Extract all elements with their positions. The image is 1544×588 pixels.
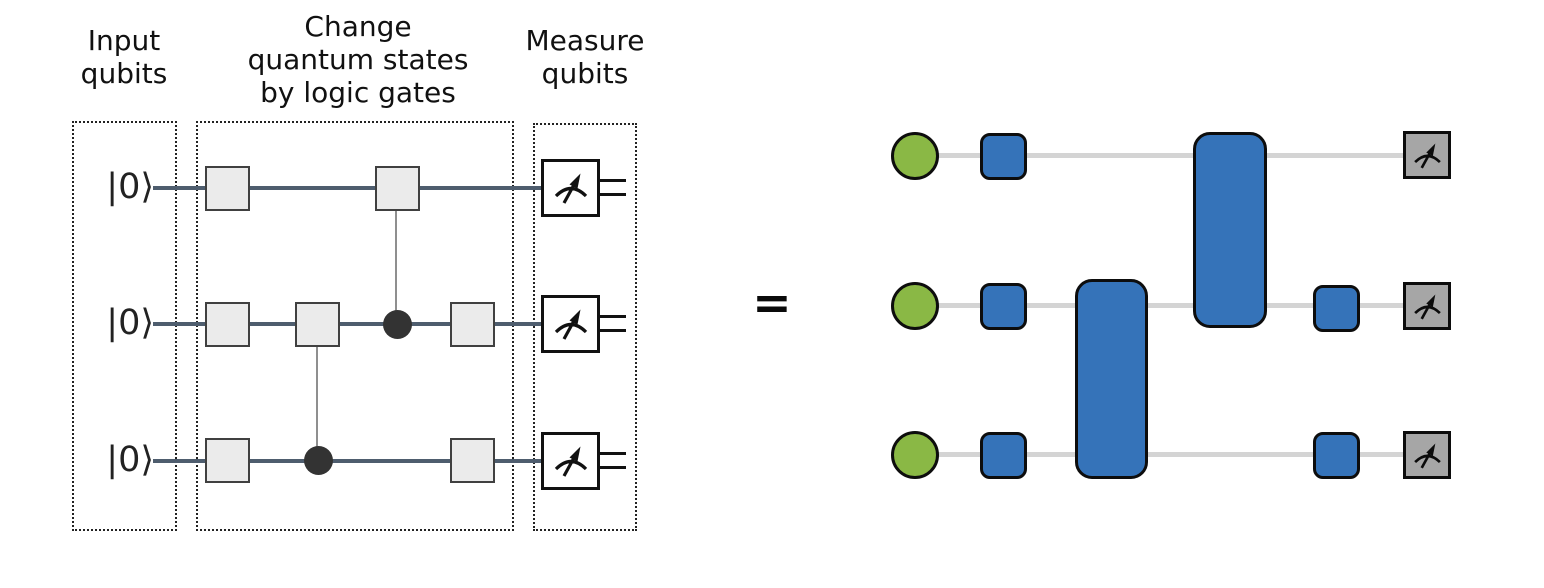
gates-section-dashed-box <box>196 121 514 531</box>
classical-wire-q3-b <box>599 466 626 469</box>
classical-wire-q2-b <box>599 329 626 332</box>
measure-gauge-icon <box>1411 139 1444 172</box>
input-qubit-node-r3 <box>891 431 939 479</box>
measure-box-q2 <box>541 295 600 353</box>
gate-box-q1-c3 <box>375 166 420 211</box>
qubit-wire-light-r3 <box>914 452 1426 457</box>
logic-gates-label: Change quantum states by logic gates <box>233 10 483 109</box>
measure-section-dashed-box <box>533 123 637 531</box>
control-dot-q2 <box>383 310 412 339</box>
control-dot-q3 <box>304 446 333 475</box>
input-qubits-label: Input qubits <box>59 24 189 90</box>
logic-gates-label-line3: by logic gates <box>260 76 456 109</box>
classical-wire-q1-a <box>599 179 626 182</box>
measure-box-q1 <box>541 159 600 217</box>
classical-wire-q1-b <box>599 193 626 196</box>
measure-gauge-icon <box>1411 290 1444 323</box>
gate-box-q2-c1 <box>205 302 250 347</box>
gate-box-q2-c2 <box>295 302 340 347</box>
two-qubit-gate-node-r2-r3 <box>1075 279 1148 479</box>
classical-wire-q3-a <box>599 452 626 455</box>
qubit-wire-q1 <box>153 186 543 190</box>
measure-gauge-icon <box>551 168 591 208</box>
gate-node-r2-c4 <box>1313 285 1360 332</box>
classical-wire-q2-a <box>599 315 626 318</box>
equals-sign: = <box>752 276 792 331</box>
ket-zero-label-q1: |0⟩ <box>106 167 154 207</box>
ket-zero-label-q3: |0⟩ <box>106 440 154 480</box>
measure-qubits-label-line2: qubits <box>541 57 629 90</box>
gate-node-r2-c1 <box>980 283 1027 330</box>
input-qubit-node-r2 <box>891 282 939 330</box>
logic-gates-label-line1: Change <box>304 10 412 43</box>
control-connector-q1-q2 <box>395 210 397 324</box>
logic-gates-label-line2: quantum states <box>247 43 469 76</box>
control-connector-q2-q3 <box>316 346 318 461</box>
qubit-wire-q3 <box>153 459 543 463</box>
qubit-wire-light-r1 <box>914 153 1426 158</box>
measure-qubits-label: Measure qubits <box>520 24 650 90</box>
measure-node-r3 <box>1403 431 1451 479</box>
input-qubit-node-r1 <box>891 132 939 180</box>
gate-box-q1-c1 <box>205 166 250 211</box>
gate-box-q3-c4 <box>450 438 495 483</box>
input-qubits-label-line2: qubits <box>80 57 168 90</box>
input-section-dashed-box <box>72 121 177 531</box>
qubit-wire-light-r2 <box>914 303 1426 308</box>
measure-gauge-icon <box>551 441 591 481</box>
measure-gauge-icon <box>551 304 591 344</box>
gate-node-r3-c1 <box>980 432 1027 479</box>
measure-qubits-label-line1: Measure <box>525 24 645 57</box>
measure-node-r1 <box>1403 131 1451 179</box>
input-qubits-label-line1: Input <box>87 24 161 57</box>
qubit-wire-q2 <box>153 322 543 326</box>
two-qubit-gate-node-r1-r2 <box>1193 132 1267 328</box>
gate-node-r1-c1 <box>980 133 1027 180</box>
measure-box-q3 <box>541 432 600 490</box>
gate-box-q2-c4 <box>450 302 495 347</box>
measure-node-r2 <box>1403 282 1451 330</box>
gate-box-q3-c1 <box>205 438 250 483</box>
gate-node-r3-c4 <box>1313 432 1360 479</box>
ket-zero-label-q2: |0⟩ <box>106 303 154 343</box>
measure-gauge-icon <box>1411 439 1444 472</box>
